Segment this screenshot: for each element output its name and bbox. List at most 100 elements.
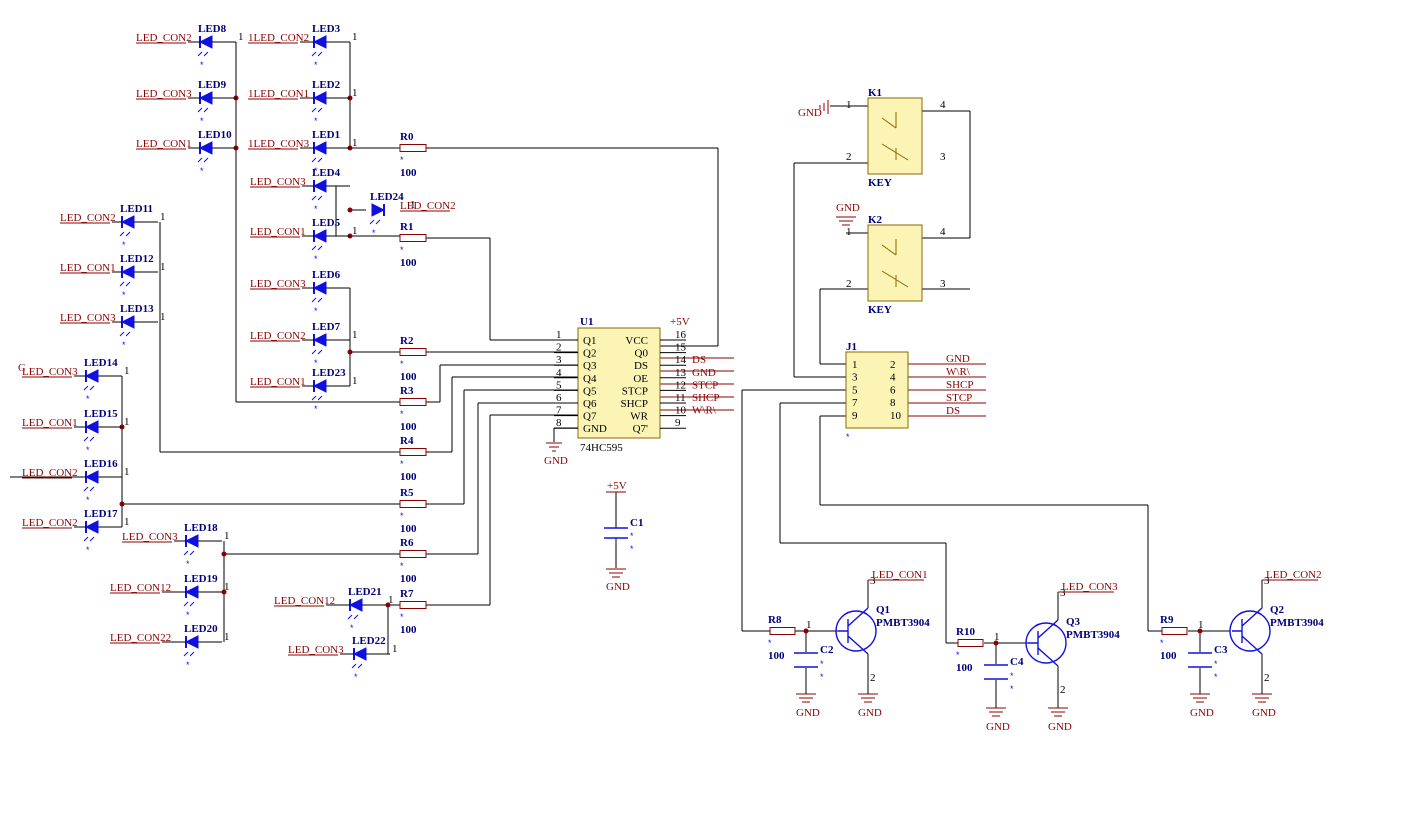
cap-designator: C3 <box>1214 644 1228 656</box>
transistor-body <box>835 610 877 652</box>
ic-right-pin-net: W\R\ <box>692 405 717 417</box>
connector-pin-odd: 7 <box>852 397 858 409</box>
led-designator: LED14 <box>84 357 118 369</box>
led-net: 1LED_CON2 <box>248 32 309 44</box>
resistor-designator: R7 <box>400 588 414 600</box>
led-net: LED_CON1 <box>250 226 306 238</box>
ic-right-pin-net: GND <box>692 367 716 379</box>
base-resistor-value: 100 <box>956 662 973 674</box>
led-net: LED_CON2 <box>60 212 116 224</box>
led-designator: LED3 <box>312 23 341 35</box>
gnd-symbol <box>1252 693 1272 703</box>
led-arrows <box>119 331 131 337</box>
led-pin-number: 1 <box>352 31 358 43</box>
led-designator: LED11 <box>120 203 153 215</box>
base-resistor-value: 100 <box>768 650 785 662</box>
connector-net: W\R\ <box>946 366 971 378</box>
key-pin: 2 <box>846 151 852 163</box>
led-net: LED_CON1 <box>136 138 192 150</box>
led-designator: LED7 <box>312 321 341 333</box>
connector-body <box>845 351 909 429</box>
led-arrows <box>197 157 209 163</box>
collector-pin: 3 <box>870 575 876 587</box>
ic-left-pin-number: 5 <box>556 379 562 391</box>
resistor-designator: R0 <box>400 131 414 143</box>
gnd-label: GND <box>1190 707 1214 719</box>
connector-pin-even: 4 <box>890 372 896 384</box>
emitter-pin: 2 <box>870 672 876 684</box>
led-star: * <box>200 60 204 70</box>
led-designator: LED24 <box>370 191 404 203</box>
led-star: * <box>314 204 318 214</box>
resistor-star: * <box>400 561 404 571</box>
ic-right-pin-number: 15 <box>675 342 687 354</box>
resistor-body <box>399 448 427 456</box>
cap-star: * <box>1010 684 1014 694</box>
resistor-designator: R2 <box>400 335 414 347</box>
led-triangle <box>84 520 99 534</box>
ic-right-pin-number: 12 <box>675 379 686 391</box>
led-pin-number: 1 <box>160 311 166 323</box>
transistor-leads <box>1232 607 1263 655</box>
led-designator: LED1 <box>312 129 340 141</box>
led-pin-number: 1 <box>388 594 394 606</box>
led-triangle <box>312 91 327 105</box>
collector-net: LED_CON3 <box>1062 581 1118 593</box>
resistor-body <box>399 144 427 152</box>
led-designator: LED9 <box>198 79 227 91</box>
led-designator: LED8 <box>198 23 227 35</box>
led: LED4*LED_CON3 <box>250 167 350 214</box>
k2-gnd-label: GND <box>836 202 860 214</box>
ic-left-pin-number: 4 <box>556 367 562 379</box>
base-resistor-designator: R10 <box>956 626 975 638</box>
gnd-symbol <box>986 707 1006 717</box>
base-resistor-star: * <box>956 650 960 660</box>
resistor-designator: R1 <box>400 221 413 233</box>
led-designator: LED23 <box>312 367 346 379</box>
resistor-value: 100 <box>400 257 417 269</box>
resistor: R0*100 <box>399 131 427 179</box>
led-triangle <box>312 141 327 155</box>
ic-right-pin-name: STCP <box>622 385 648 397</box>
cap-star: * <box>1214 672 1218 682</box>
led-arrows <box>311 107 323 113</box>
resistor: R2*100 <box>399 335 427 383</box>
led-star: * <box>186 610 190 620</box>
transistor-designator: Q3 <box>1066 616 1081 628</box>
led-net: LED_CON22 <box>110 632 171 644</box>
led: LED3 * 1LED_CON2 1 <box>248 23 358 70</box>
emitter-pin: 2 <box>1060 684 1066 696</box>
ic-left-pin-number: 8 <box>556 417 562 429</box>
led-star: * <box>314 60 318 70</box>
led-arrows <box>311 245 323 251</box>
led-triangle <box>312 333 327 347</box>
transistor-body <box>1025 622 1067 664</box>
resistor: R1*100 <box>399 221 427 269</box>
ic-right-pin-number: 13 <box>675 367 687 379</box>
resistor-star: * <box>400 459 404 469</box>
led-arrows <box>311 51 323 57</box>
led-star: * <box>314 166 318 176</box>
base-pin-number: 1 <box>806 619 812 631</box>
resistor-designator: R5 <box>400 487 414 499</box>
led-designator: LED19 <box>184 573 218 585</box>
resistor-star: * <box>400 511 404 521</box>
resistor: R6*100 <box>399 537 427 585</box>
connector-star: * <box>846 432 850 442</box>
ic-right-pin-name: Q0 <box>635 348 649 360</box>
wires <box>10 42 1263 708</box>
gnd-symbol <box>796 693 816 703</box>
resistor: R7*100 <box>399 588 427 636</box>
transistor-designator: Q2 <box>1270 604 1285 616</box>
key-contact <box>881 112 909 161</box>
cap-star: * <box>820 672 824 682</box>
c1-gnd: GND <box>606 581 630 593</box>
collector-net: LED_CON1 <box>872 569 928 581</box>
stray-c-label: C <box>18 362 25 374</box>
connector-net: STCP <box>946 392 972 404</box>
led-net: LED_CON3 <box>288 644 344 656</box>
